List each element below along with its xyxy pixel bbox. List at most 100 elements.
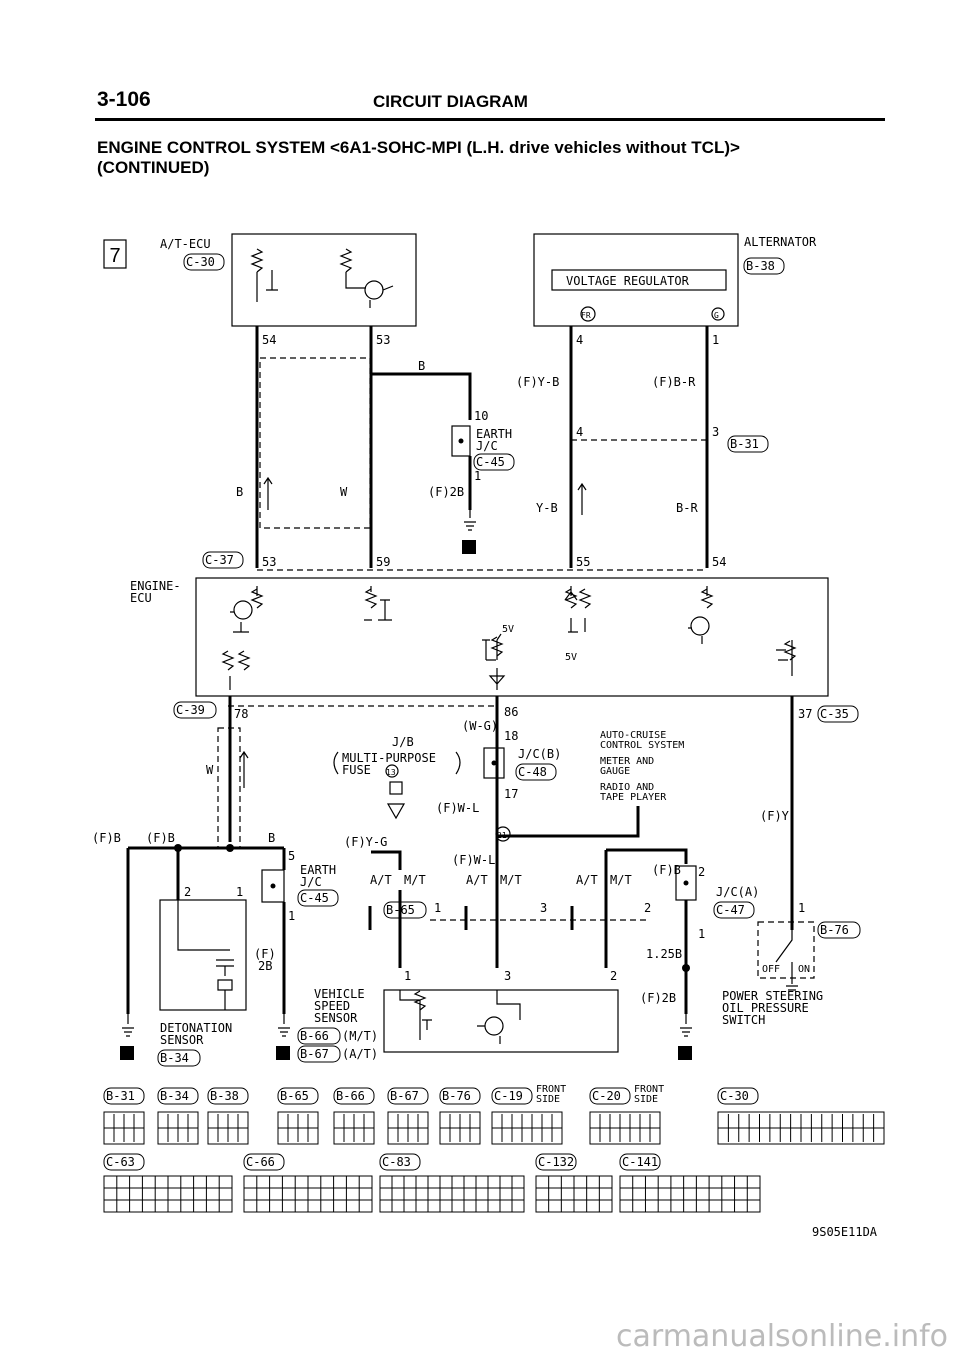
at-ecu-box: [231, 233, 417, 327]
b31-connector-box: [727, 435, 769, 453]
term-1c: 1: [434, 901, 441, 915]
junction-dot-e: [270, 883, 276, 889]
term-1-earth: 1: [474, 469, 481, 483]
vss-label: VEHICLE: [314, 987, 365, 1001]
wire-2b-label: 2B: [258, 959, 272, 973]
wire-br-label: (F)B-R: [652, 375, 696, 389]
mt-at-switch-2: [464, 870, 499, 968]
term-c53: 53: [262, 555, 276, 569]
conn-index-c-83-box: [379, 1153, 421, 1171]
term-1-bot: 1: [288, 909, 295, 923]
at-ecu-label: A/T-ECU: [160, 237, 211, 251]
earth-jc-top-box: [451, 425, 471, 457]
ground-icon: [464, 510, 476, 531]
b66-connector: B-66: [300, 1029, 329, 1043]
earth-jc-bot-connector: C-45: [300, 891, 329, 905]
b65-connector: B-65: [386, 903, 415, 917]
term-3b: 3: [540, 901, 547, 915]
conn-index-c-19-note: FRONT: [536, 1084, 566, 1095]
diagram-title-line1: ENGINE CONTROL SYSTEM <6A1-SOHC-MPI (L.H…: [97, 138, 740, 157]
ps-off: OFF: [762, 964, 780, 975]
ground-icon-2: [122, 1014, 134, 1037]
conn-index-c-20-box: [589, 1087, 631, 1105]
at-1: A/T: [370, 873, 392, 887]
arrow-up-icon: [263, 476, 273, 510]
detonation-sensor-icon: [177, 900, 234, 1010]
jc-a-connector-box: [713, 901, 755, 919]
wire-yb2-label: Y-B: [536, 501, 558, 515]
conn-index-b-34-box: [157, 1087, 199, 1105]
at-ecu-transistor-icon: [339, 248, 394, 308]
term-2b: 2: [644, 901, 651, 915]
figure-id: 9S05E11DA: [812, 1225, 878, 1239]
b76-connector-box: [817, 921, 861, 939]
mt-2: M/T: [500, 873, 522, 887]
conn-index-c-141-pic: [619, 1175, 761, 1213]
b67-connector: B-67: [300, 1047, 329, 1061]
voltage-regulator-label: VOLTAGE REGULATOR: [566, 274, 690, 288]
fuse-block-icon: [389, 781, 403, 795]
ground-icon-4: [680, 1014, 692, 1037]
engine-ecu-label: ENGINE-: [130, 579, 181, 593]
ps-on: ON: [798, 964, 810, 975]
wire-w-label: W: [340, 485, 348, 499]
alternator-connector-box: [743, 257, 785, 275]
detonation-sensor-label2: SENSOR: [160, 1033, 204, 1047]
wire-fb3-label: (F)B: [652, 863, 681, 877]
ps-label3: SWITCH: [722, 1013, 765, 1027]
earth-jc-top-label2: J/C: [476, 439, 498, 453]
vss-at: (A/T): [342, 1047, 378, 1061]
ecu-diode-icon: [488, 668, 506, 690]
term-17: 17: [504, 787, 518, 801]
term-78: 78: [234, 707, 248, 721]
term-1e: 1: [698, 927, 705, 941]
conn-index-c-63-box: [103, 1153, 145, 1171]
term-86: 86: [504, 705, 518, 719]
conn-index-c-20-note: FRONT: [634, 1084, 664, 1095]
note-3: METER AND: [600, 756, 654, 767]
note-1: AUTO-CRUISE: [600, 730, 666, 741]
at-3: A/T: [576, 873, 598, 887]
alternator-connector: B-38: [746, 259, 775, 273]
ref-marker-7a: [462, 540, 476, 554]
ps-switch-icon: [775, 930, 793, 980]
ground-icon-3: [278, 1014, 290, 1037]
term-4b: 4: [576, 425, 583, 439]
junction-dot-c: [174, 844, 182, 852]
b67-connector-box: [297, 1045, 341, 1063]
term-1f: 1: [798, 901, 805, 915]
conn-index-b-67-box: [387, 1087, 429, 1105]
conn-index-b-65-label: B-65: [280, 1089, 309, 1103]
term-c55: 55: [576, 555, 590, 569]
term-c59: 59: [376, 555, 390, 569]
ref-marker-7b: [120, 1046, 134, 1060]
note-5: RADIO AND: [600, 782, 654, 793]
alternator-label: ALTERNATOR: [744, 235, 817, 249]
wire-yg-label: (F)Y-G: [344, 835, 387, 849]
conn-index-b-76-box: [439, 1087, 481, 1105]
vss-mt: (M/T): [342, 1029, 378, 1043]
wire-b-label: B: [418, 359, 425, 373]
conn-index-b-76-label: B-76: [442, 1089, 471, 1103]
jb-label: J/B: [392, 735, 414, 749]
b34-connector: B-34: [160, 1051, 189, 1065]
note-4: GAUGE: [600, 766, 630, 777]
jb-fuse-label: MULTI-PURPOSE: [342, 751, 436, 765]
conn-index-c-30-label: C-30: [720, 1089, 749, 1103]
ecu-transistor-icon-1: [230, 586, 264, 633]
ecu-pull-up-icon-2: [482, 633, 504, 661]
header-rule: [95, 118, 885, 121]
conn-index-c-20-label: C-20: [592, 1089, 621, 1103]
b76-connector: B-76: [820, 923, 849, 937]
junction-dot-f: [683, 880, 689, 886]
jc-b-label: J/C(B): [518, 747, 561, 761]
conn-index-b-65-box: [277, 1087, 319, 1105]
term-3c: 3: [504, 969, 511, 983]
term-18: 18: [504, 729, 518, 743]
note-2: CONTROL SYSTEM: [600, 740, 684, 751]
at-2: A/T: [466, 873, 488, 887]
term-2-det: 2: [184, 885, 191, 899]
wire-wl-label: (F)W-L: [436, 801, 479, 815]
jb-bracket-left: [333, 751, 339, 775]
